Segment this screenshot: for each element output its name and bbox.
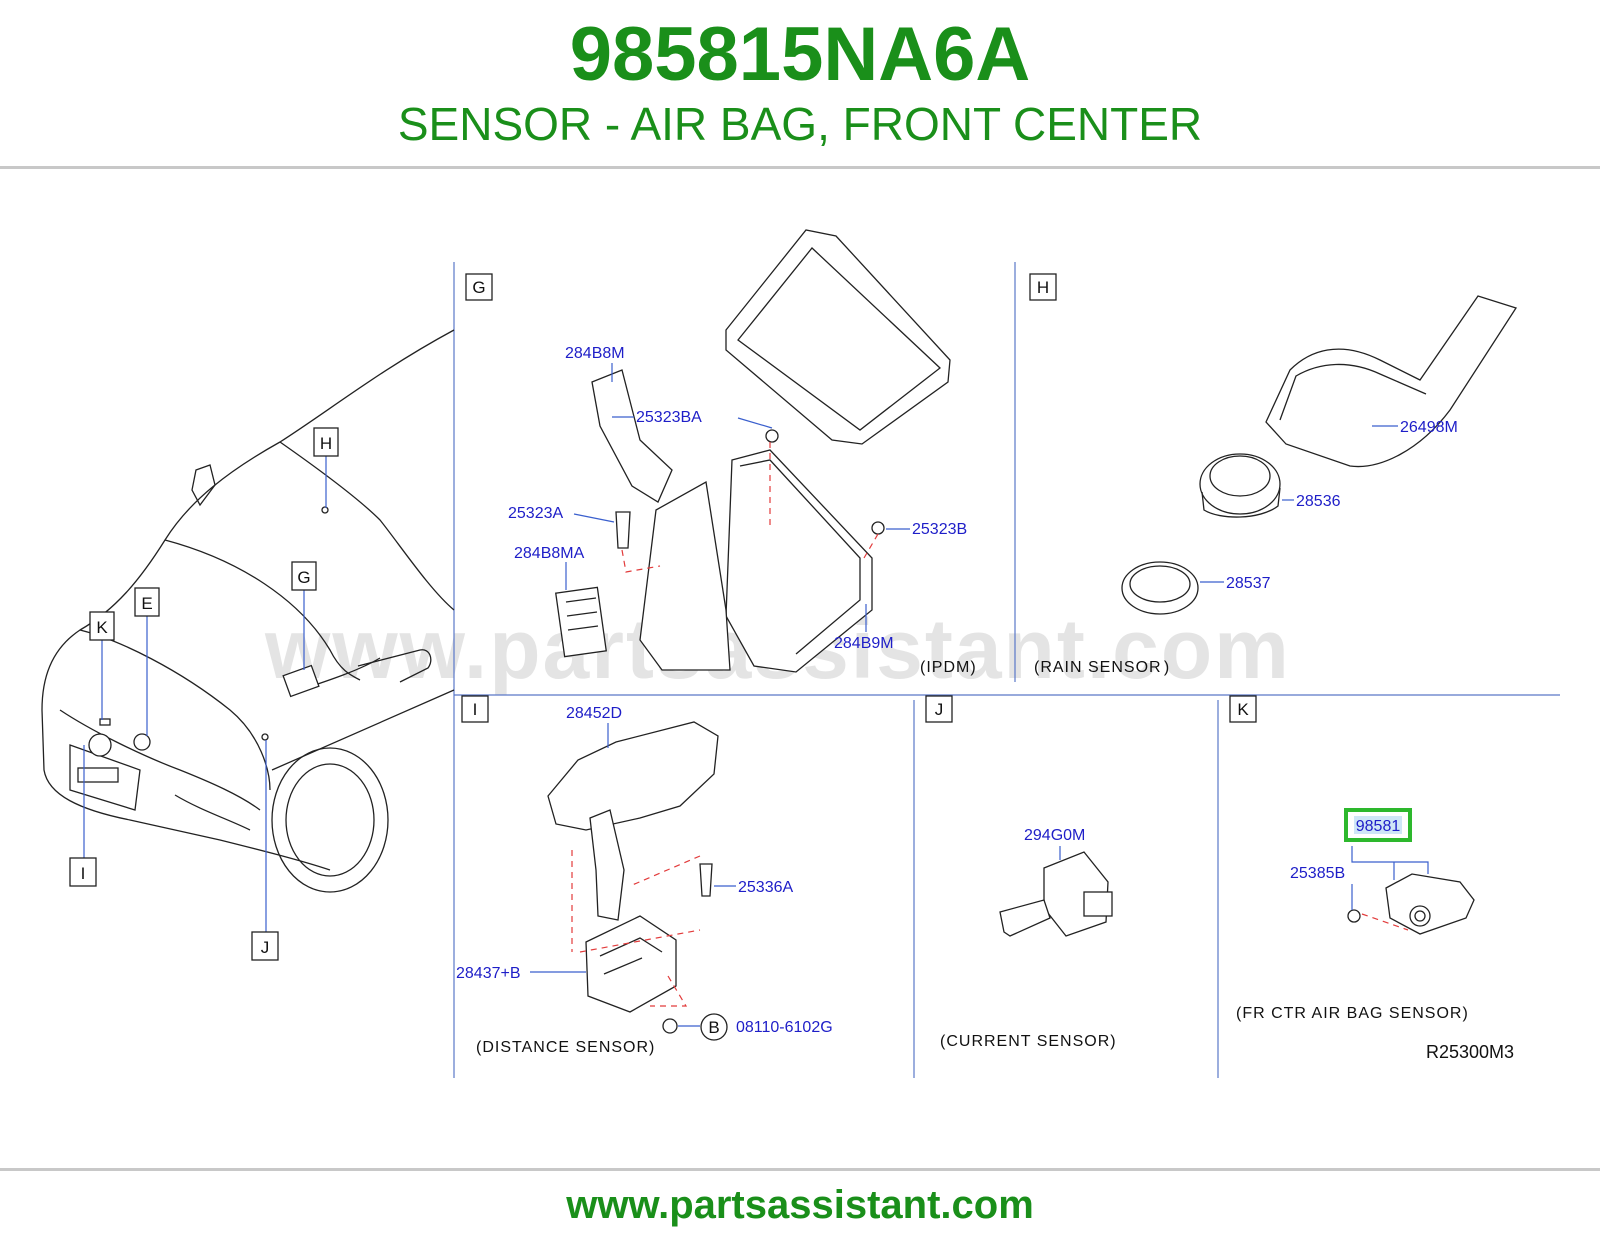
svg-text:28536: 28536	[1296, 493, 1341, 510]
svg-text:26498M: 26498M	[1400, 419, 1458, 436]
diagram-code: R25300M3	[1426, 1042, 1514, 1062]
svg-text:28437+B: 28437+B	[456, 965, 521, 982]
overview-callouts: H G E K I J	[69, 427, 339, 961]
svg-text:284B8MA: 284B8MA	[514, 545, 585, 562]
svg-text:294G0M: 294G0M	[1024, 827, 1085, 844]
svg-text:28537: 28537	[1226, 575, 1271, 592]
svg-text:H: H	[320, 434, 332, 453]
part-number-title: 985815NA6A	[569, 12, 1031, 97]
svg-text:25323B: 25323B	[912, 521, 967, 538]
svg-text:25323A: 25323A	[508, 505, 563, 522]
svg-text:(IPDM): (IPDM)	[920, 659, 977, 676]
section-g-ipdm: G 284B8M 25323BA 25323A 25323B 284B8MA 2…	[465, 229, 977, 676]
svg-text:284B8M: 284B8M	[565, 345, 625, 362]
section-i-distance-sensor: I 28452D 25336A 28437+B B 08110-6102G (D…	[456, 695, 833, 1056]
svg-text:25323BA: 25323BA	[636, 409, 702, 426]
svg-text:B: B	[708, 1018, 719, 1037]
highlighted-part-number[interactable]: 98581	[1356, 818, 1401, 835]
svg-text:J: J	[261, 938, 270, 957]
svg-text:E: E	[141, 594, 152, 613]
section-j-current-sensor: J 294G0M (CURRENT SENSOR)	[925, 695, 1117, 1050]
svg-text:(CURRENT SENSOR): (CURRENT SENSOR)	[940, 1033, 1117, 1050]
svg-text:284B9M: 284B9M	[834, 635, 894, 652]
svg-text:(RAIN SENSOR ): (RAIN SENSOR )	[1034, 659, 1170, 676]
parts-diagram: www.partsassistant.com H	[41, 229, 1560, 1078]
svg-text:08110-6102G: 08110-6102G	[736, 1019, 833, 1036]
section-separators	[453, 262, 1560, 1078]
svg-text:I: I	[81, 864, 86, 883]
svg-text:28452D: 28452D	[566, 705, 622, 722]
footer-divider	[0, 1168, 1600, 1171]
svg-text:G: G	[297, 568, 310, 587]
svg-text:25385B: 25385B	[1290, 865, 1345, 882]
header-divider	[0, 166, 1600, 169]
part-description: SENSOR - AIR BAG, FRONT CENTER	[397, 98, 1203, 150]
svg-text:H: H	[1037, 278, 1049, 297]
footer-url[interactable]: www.partsassistant.com	[566, 1183, 1034, 1227]
svg-text:G: G	[472, 278, 485, 297]
svg-text:K: K	[96, 618, 108, 637]
svg-text:(DISTANCE SENSOR): (DISTANCE SENSOR)	[476, 1039, 655, 1056]
section-k-airbag-sensor: K 98581 25385B (FR CTR AIR BAG SENSOR) R…	[1229, 695, 1514, 1062]
svg-text:K: K	[1237, 700, 1249, 719]
svg-text:J: J	[935, 700, 944, 719]
svg-text:25336A: 25336A	[738, 879, 793, 896]
section-h-rain-sensor: H 26498M 28536 28537 (RAIN SENSOR )	[1029, 273, 1518, 676]
svg-text:(FR CTR AIR BAG SENSOR): (FR CTR AIR BAG SENSOR)	[1236, 1005, 1469, 1022]
svg-text:I: I	[473, 700, 478, 719]
